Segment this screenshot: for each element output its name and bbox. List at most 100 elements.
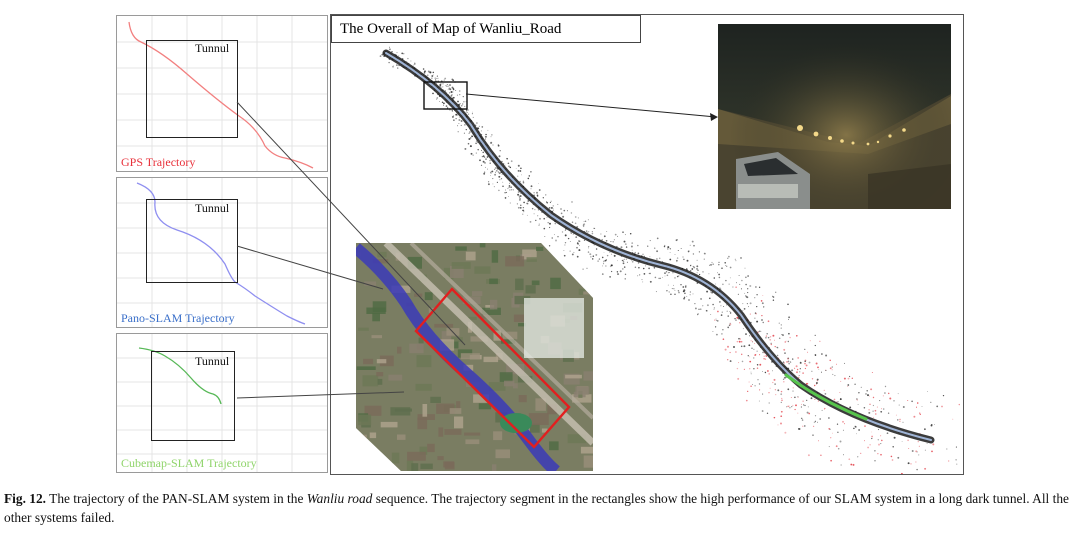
point-cloud-dot (491, 170, 494, 173)
point-cloud-dot (774, 339, 775, 341)
point-cloud-dot (724, 261, 727, 264)
point-cloud-dot (906, 474, 907, 475)
point-cloud-dot (588, 246, 590, 247)
point-cloud-dot (655, 291, 657, 293)
point-cloud-dot (863, 406, 866, 409)
point-cloud-dot (926, 442, 928, 444)
satellite-building (465, 439, 480, 445)
point-cloud-dot (497, 144, 499, 146)
point-cloud-dot (445, 105, 448, 107)
point-cloud-dot (552, 210, 554, 212)
point-cloud-dot (856, 399, 858, 401)
point-cloud-dot (792, 390, 794, 392)
point-cloud-dot (477, 127, 480, 130)
point-cloud-dot (918, 445, 920, 447)
point-cloud-dot (653, 267, 656, 269)
point-cloud-dot (789, 406, 791, 409)
point-cloud-dot (664, 275, 666, 277)
point-cloud-dot (487, 181, 490, 183)
point-cloud-dot (510, 189, 513, 191)
point-cloud-dot (835, 363, 837, 365)
point-cloud-dot (725, 264, 727, 267)
point-cloud-dot (892, 445, 894, 448)
point-cloud-dot (598, 258, 601, 260)
point-cloud-dot (729, 351, 731, 354)
point-cloud-dot (770, 343, 772, 346)
point-cloud-dot (762, 321, 764, 324)
point-cloud-dot (891, 459, 894, 461)
point-cloud-dot (864, 425, 866, 427)
point-cloud-dot (814, 384, 816, 387)
point-cloud-dot (889, 397, 892, 400)
point-cloud-dot (625, 246, 628, 248)
point-cloud-dot (485, 133, 487, 136)
point-cloud-dot (674, 254, 676, 255)
point-cloud-dot (431, 77, 433, 79)
point-cloud-dot (856, 398, 858, 400)
point-cloud-dot (787, 340, 789, 343)
point-cloud-dot (911, 450, 914, 452)
point-cloud-dot (735, 286, 737, 288)
point-cloud-dot (745, 333, 747, 336)
point-cloud-dot (786, 406, 788, 408)
point-cloud-dot (450, 95, 453, 97)
point-cloud-dot (686, 295, 688, 297)
point-cloud-dot (804, 404, 806, 407)
point-cloud-dot (678, 291, 680, 294)
point-cloud-dot (489, 159, 491, 162)
point-cloud-dot (472, 111, 474, 113)
point-cloud-dot (807, 351, 809, 353)
point-cloud-dot (653, 247, 656, 249)
point-cloud-dot (747, 288, 749, 290)
point-cloud-dot (854, 383, 856, 385)
point-cloud-dot (490, 136, 492, 138)
point-cloud-dot (617, 273, 619, 275)
point-cloud-dot (768, 373, 771, 375)
point-cloud-dot (637, 275, 639, 277)
point-cloud-dot (683, 296, 686, 298)
point-cloud-dot (874, 460, 876, 462)
point-cloud-dot (601, 273, 604, 275)
point-cloud-dot (732, 286, 734, 288)
point-cloud-dot (750, 373, 752, 375)
point-cloud-dot (670, 293, 672, 296)
point-cloud-dot (764, 358, 767, 360)
point-cloud-dot (796, 335, 798, 337)
point-cloud-dot (693, 244, 695, 247)
point-cloud-dot (637, 252, 640, 255)
point-cloud-dot (606, 254, 609, 257)
point-cloud-dot (506, 158, 508, 160)
point-cloud-dot (814, 354, 817, 356)
tunnel-green-segment (784, 373, 868, 421)
caption-sequence-name: Wanliu road (306, 491, 373, 506)
point-cloud-dot (483, 171, 486, 173)
point-cloud-dot (878, 443, 880, 446)
point-cloud-dot (778, 337, 781, 339)
satellite-building (492, 464, 497, 471)
satellite-building (376, 372, 384, 377)
point-cloud-dot (858, 429, 860, 431)
point-cloud-dot (468, 113, 470, 115)
satellite-building (504, 380, 515, 387)
point-cloud-dot (792, 387, 794, 389)
point-cloud-dot (624, 278, 626, 280)
point-cloud-dot (790, 396, 792, 398)
point-cloud-dot (489, 162, 491, 164)
satellite-building (372, 301, 387, 312)
point-cloud-dot (718, 261, 720, 263)
point-cloud-dot (712, 331, 714, 332)
point-cloud-dot (739, 283, 741, 285)
point-cloud-dot (842, 454, 845, 456)
point-cloud-dot (708, 273, 710, 275)
point-cloud-dot (745, 283, 747, 286)
satellite-building (438, 427, 444, 437)
point-cloud-dot (641, 279, 643, 281)
point-cloud-dot (847, 385, 849, 387)
point-cloud-dot (610, 241, 612, 243)
point-cloud-dot (546, 201, 549, 204)
point-cloud-dot (512, 189, 514, 191)
point-cloud-dot (517, 175, 519, 177)
point-cloud-dot (750, 340, 752, 342)
point-cloud-dot (726, 310, 728, 312)
point-cloud-dot (564, 244, 566, 246)
